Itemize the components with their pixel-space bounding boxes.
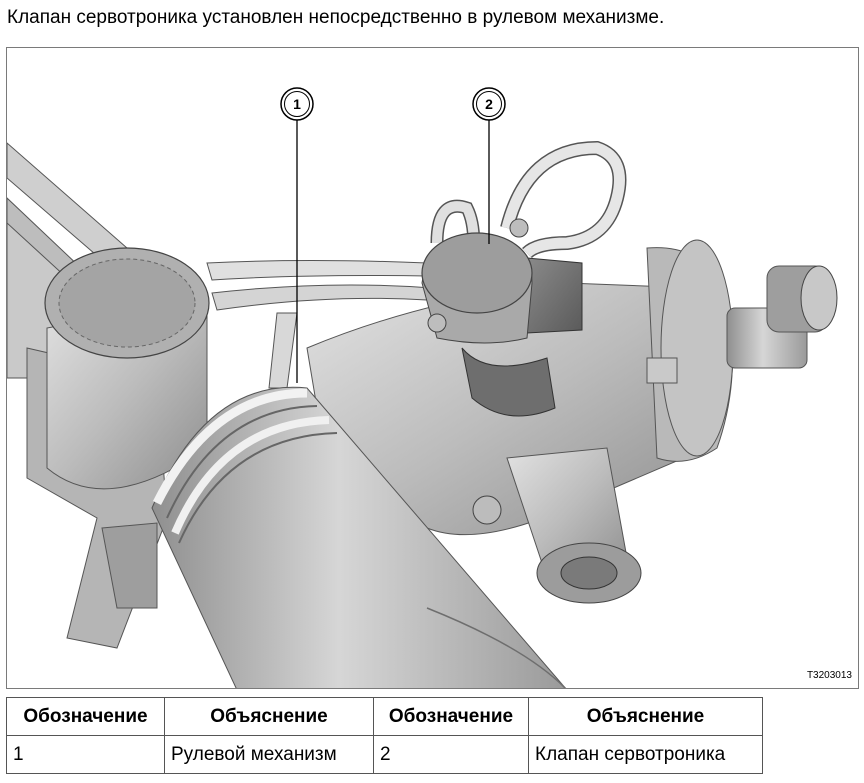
callout-2-label: 2 (485, 96, 493, 112)
legend-header-designation-2: Обозначение (373, 697, 529, 736)
legend-header-row: Обозначение Объяснение Обозначение Объяс… (6, 697, 763, 736)
legend-header-explanation-1: Объяснение (164, 697, 374, 736)
steering-gear-drawing: 1 2 (7, 87, 838, 688)
steering-gear-illustration: 1 2 T3203013 (6, 47, 859, 689)
legend-cell-number-2: 2 (373, 735, 529, 774)
callout-1: 1 (280, 87, 314, 121)
callout-1-label: 1 (293, 96, 301, 112)
callout-2: 2 (472, 87, 506, 121)
legend-cell-number-1: 1 (6, 735, 165, 774)
legend-header-designation-1: Обозначение (6, 697, 165, 736)
legend-cell-servotronic-valve: Клапан сервотроника (528, 735, 763, 774)
legend-header-explanation-2: Объяснение (528, 697, 763, 736)
legend-row: 1 Рулевой механизм 2 Клапан сервотроника (6, 735, 763, 774)
legend-table: Обозначение Объяснение Обозначение Объяс… (6, 697, 763, 774)
page-caption: Клапан сервотроника установлен непосредс… (7, 7, 665, 28)
legend-cell-steering-gear: Рулевой механизм (164, 735, 374, 774)
figure-code: T3203013 (806, 670, 852, 681)
